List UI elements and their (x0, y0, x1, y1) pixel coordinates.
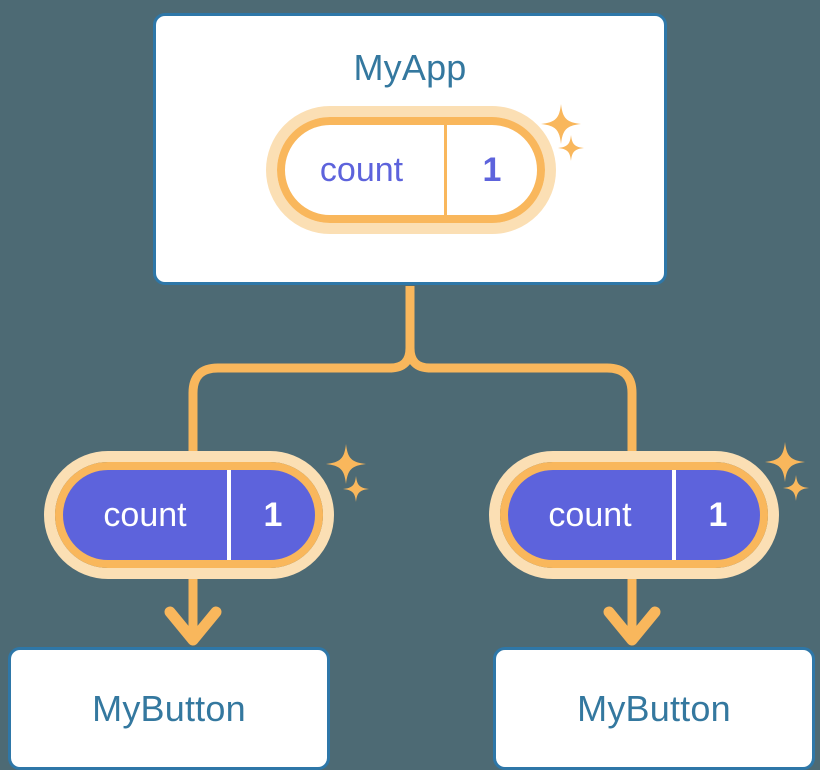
sparkle-icon (326, 444, 366, 484)
state-key-label: count (103, 496, 187, 534)
arrow-down-icon-left (164, 578, 222, 646)
state-value-label: 1 (227, 470, 315, 560)
state-pill-child-right[interactable]: count 1 (489, 451, 779, 579)
state-key-label: count (319, 151, 404, 189)
sparkle-icon (343, 476, 369, 502)
state-value-label: 1 (444, 125, 537, 215)
state-pill-child-left[interactable]: count 1 (44, 451, 334, 579)
branch-joint-left (389, 347, 415, 373)
state-pill-body: count 1 (277, 117, 545, 223)
arrow-down-icon-right (603, 578, 661, 646)
branch-to-right-child (428, 363, 637, 456)
sparkle-icon (765, 442, 805, 482)
component-title-mybutton: MyButton (577, 687, 731, 729)
state-value-label: 1 (672, 470, 760, 560)
component-card-mybutton-left[interactable]: MyButton (8, 647, 330, 770)
component-title-myapp: MyApp (353, 47, 467, 88)
state-pill-body: count 1 (55, 462, 323, 568)
component-card-mybutton-right[interactable]: MyButton (493, 647, 815, 770)
sparkle-icon (783, 475, 809, 501)
state-pill-body: count 1 (500, 462, 768, 568)
state-key-label: count (548, 496, 632, 534)
branch-joint-right (405, 347, 431, 373)
state-pill-myapp[interactable]: count 1 (266, 106, 556, 234)
branch-to-left-child (188, 363, 392, 456)
component-title-mybutton: MyButton (92, 687, 246, 729)
